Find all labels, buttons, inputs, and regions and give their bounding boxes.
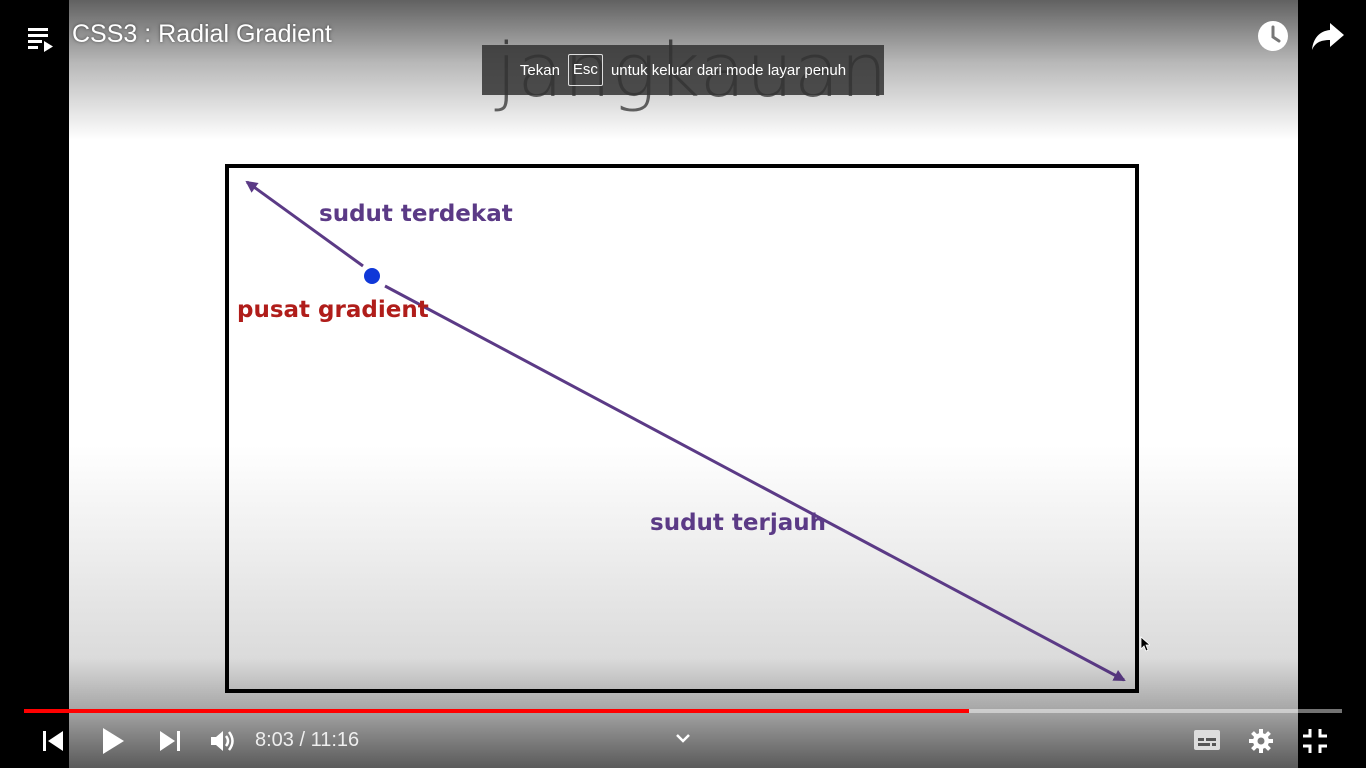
notice-text-before: Tekan (519, 61, 560, 79)
playlist-button[interactable] (24, 22, 58, 54)
notice-text-after: untuk keluar dari mode layar penuh (610, 61, 847, 79)
subtitles-button[interactable] (1193, 728, 1221, 757)
play-icon (103, 728, 124, 754)
time-separator: / (293, 729, 311, 751)
settings-button[interactable] (1247, 727, 1275, 760)
diagram (225, 164, 1139, 693)
arrow-nearest-corner (245, 180, 364, 268)
volume-icon (211, 731, 234, 751)
mouse-cursor (1140, 636, 1150, 652)
exit-fullscreen-icon (1303, 729, 1327, 753)
exit-fullscreen-button[interactable] (1301, 727, 1329, 760)
chevron-down-icon (676, 734, 690, 743)
time-display: 8:03 / 11:16 (255, 729, 359, 752)
slide-box (225, 164, 1139, 693)
label-gradient-center: pusat gradient (237, 297, 429, 323)
volume-button[interactable] (208, 727, 236, 760)
more-videos-button[interactable] (673, 728, 693, 748)
watch-later-button[interactable] (1256, 19, 1290, 53)
progress-played (24, 709, 969, 713)
fullscreen-notice: Tekan Esc untuk keluar dari mode layar p… (482, 45, 884, 95)
arrow-farthest-corner (384, 284, 1126, 682)
esc-key-badge: Esc (567, 54, 603, 86)
share-button[interactable] (1310, 19, 1346, 53)
playlist-icon (28, 28, 53, 52)
next-button[interactable] (157, 728, 183, 759)
previous-icon (43, 731, 63, 751)
gear-icon (1249, 729, 1273, 753)
video-frame[interactable]: jangkauan sudut terdekat pusat gradient … (69, 0, 1298, 768)
gradient-center-dot (364, 268, 380, 284)
share-arrow-icon (1312, 23, 1344, 50)
play-button[interactable] (99, 726, 127, 761)
current-time: 8:03 (255, 729, 294, 751)
previous-button[interactable] (40, 728, 66, 759)
subtitles-icon (1194, 730, 1220, 750)
clock-icon (1258, 21, 1288, 51)
label-nearest-corner: sudut terdekat (319, 201, 513, 227)
next-icon (160, 731, 180, 751)
label-farthest-corner: sudut terjauh (650, 510, 826, 536)
video-title[interactable]: CSS3 : Radial Gradient (72, 20, 332, 48)
progress-bar[interactable] (24, 709, 1342, 713)
duration: 11:16 (310, 729, 360, 751)
